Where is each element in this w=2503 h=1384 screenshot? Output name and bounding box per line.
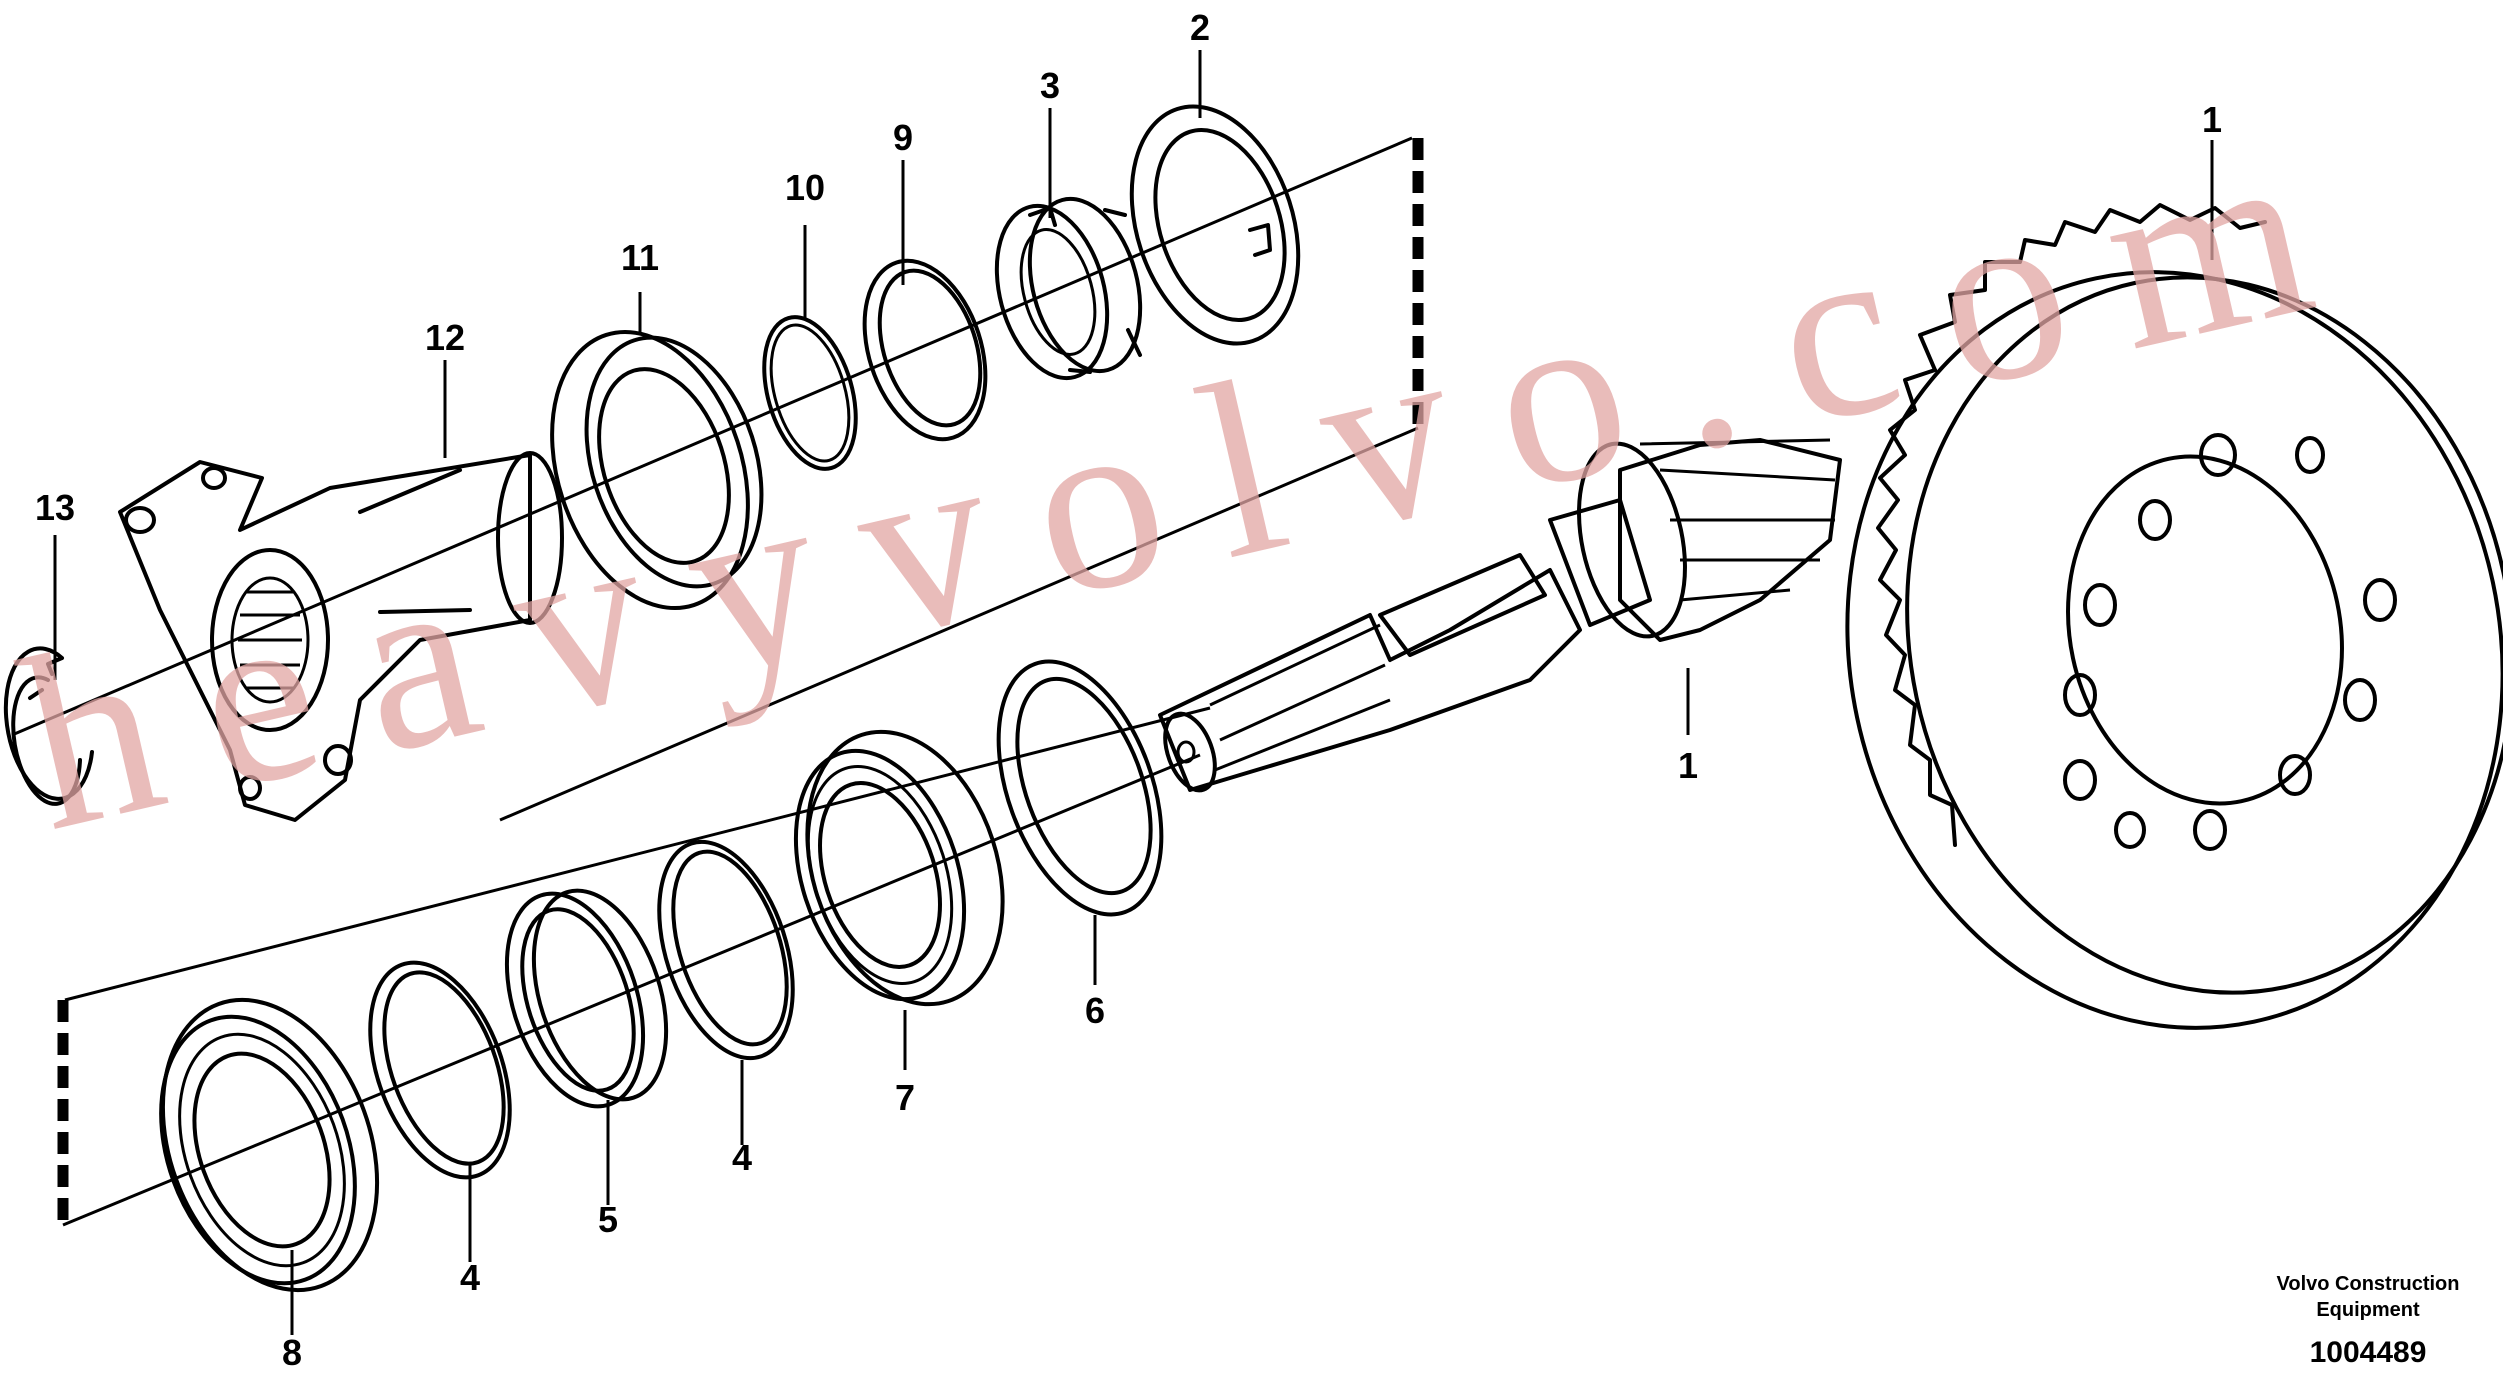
part-13-circlip bbox=[3, 646, 94, 806]
callout-3: 3 bbox=[1040, 65, 1060, 106]
leader-lines bbox=[53, 50, 2214, 1335]
callout-4-lower: 4 bbox=[460, 1257, 480, 1298]
callout-6: 6 bbox=[1085, 990, 1105, 1031]
part-7-taper-bearing bbox=[793, 729, 1005, 1007]
callout-12: 12 bbox=[425, 317, 465, 358]
part-3-slotted-nut bbox=[994, 196, 1143, 381]
callout-8: 8 bbox=[282, 1332, 302, 1373]
callout-7: 7 bbox=[895, 1077, 915, 1118]
callout-9: 9 bbox=[893, 117, 913, 158]
part-1-crown-wheel bbox=[1845, 203, 2503, 1030]
callout-10: 10 bbox=[785, 167, 825, 208]
callout-5: 5 bbox=[598, 1199, 618, 1240]
part-9-shim bbox=[862, 258, 988, 442]
part-8-roller-bearing bbox=[159, 997, 380, 1293]
part-4-shim-lower bbox=[368, 960, 512, 1180]
callout-4-upper: 4 bbox=[732, 1137, 752, 1178]
part-12-flange-yoke bbox=[118, 451, 564, 822]
upper-assembly-frame bbox=[11, 136, 1424, 822]
callout-1-crown-wheel: 1 bbox=[2202, 99, 2222, 140]
callout-labels: 1 2 3 9 10 11 12 13 1 6 7 4 5 4 8 bbox=[35, 7, 2222, 1373]
callout-11: 11 bbox=[621, 237, 659, 278]
callout-1-pinion: 1 bbox=[1678, 745, 1698, 786]
part-2-lock-washer bbox=[1129, 104, 1301, 346]
part-4-shim-upper bbox=[657, 839, 795, 1061]
part-6-shim bbox=[996, 659, 1164, 917]
part-1-pinion-shaft bbox=[1158, 438, 1842, 793]
callout-13: 13 bbox=[35, 487, 75, 528]
part-10-o-ring bbox=[762, 315, 858, 471]
part-11-seal bbox=[550, 329, 764, 611]
brand-line-1: Volvo Construction bbox=[2277, 1273, 2460, 1295]
drawing-number: 1004489 bbox=[2310, 1336, 2427, 1369]
callout-2: 2 bbox=[1190, 7, 1210, 48]
brand-line-2: Equipment bbox=[2316, 1299, 2420, 1321]
